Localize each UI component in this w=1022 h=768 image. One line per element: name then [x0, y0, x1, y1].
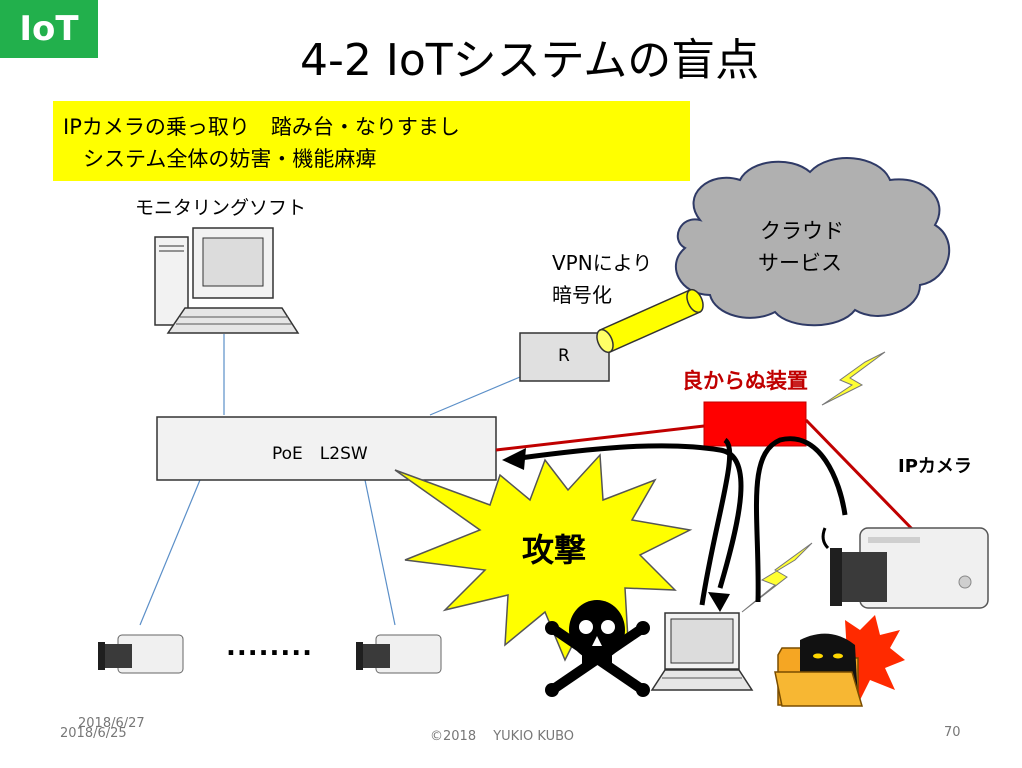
- router-box: [519, 332, 610, 382]
- monitoring-pc-icon: [154, 227, 300, 334]
- hacker-folder-icon: [774, 615, 905, 707]
- highlight-line-2: システム全体の妨害・機能麻痺: [83, 147, 377, 171]
- vpn-tunnel-icon: [596, 288, 704, 354]
- malicious-device-label: 良からぬ装置: [682, 369, 808, 393]
- monitoring-software-label: モニタリングソフト: [135, 197, 307, 219]
- ip-camera-label: IPカメラ: [898, 456, 972, 477]
- cloud-label-line-1: クラウド: [760, 219, 844, 243]
- footer-copyright: ©2018 YUKIO KUBO: [430, 729, 575, 744]
- slide-title: 4-2 IoTシステムの盲点: [300, 35, 760, 86]
- vpn-label-line-2: 暗号化: [552, 283, 612, 307]
- rogue-links: [495, 418, 917, 534]
- highlight-box: IPカメラの乗っ取り 踏み台・なりすまし システム全体の妨害・機能麻痺: [53, 101, 690, 181]
- small-camera-icon: [356, 634, 442, 674]
- switch-label: PoE L2SW: [272, 444, 368, 464]
- cloud-label-line-2: サービス: [758, 251, 842, 275]
- ip-camera-icon: [821, 527, 989, 609]
- attack-arrows: [519, 436, 848, 606]
- attack-label: 攻撃: [522, 531, 587, 569]
- small-camera-icon: [98, 634, 184, 674]
- arrow-heads: [502, 448, 730, 612]
- vpn-label-line-1: VPNにより: [552, 251, 653, 275]
- highlight-line-1: IPカメラの乗っ取り 踏み台・なりすまし: [63, 115, 460, 139]
- router-label: R: [558, 346, 570, 366]
- poe-switch-box: [156, 416, 497, 481]
- skull-icon: [545, 600, 650, 697]
- footer-date-lower: 2018/6/25: [60, 726, 127, 741]
- page-number: 70: [944, 725, 961, 740]
- ellipsis-label: ........: [226, 632, 314, 662]
- laptop-icon: [650, 612, 754, 691]
- iot-badge: IoT: [0, 0, 98, 58]
- network-links: [139, 334, 521, 626]
- footer-date-upper: 2018/6/27: [78, 716, 145, 731]
